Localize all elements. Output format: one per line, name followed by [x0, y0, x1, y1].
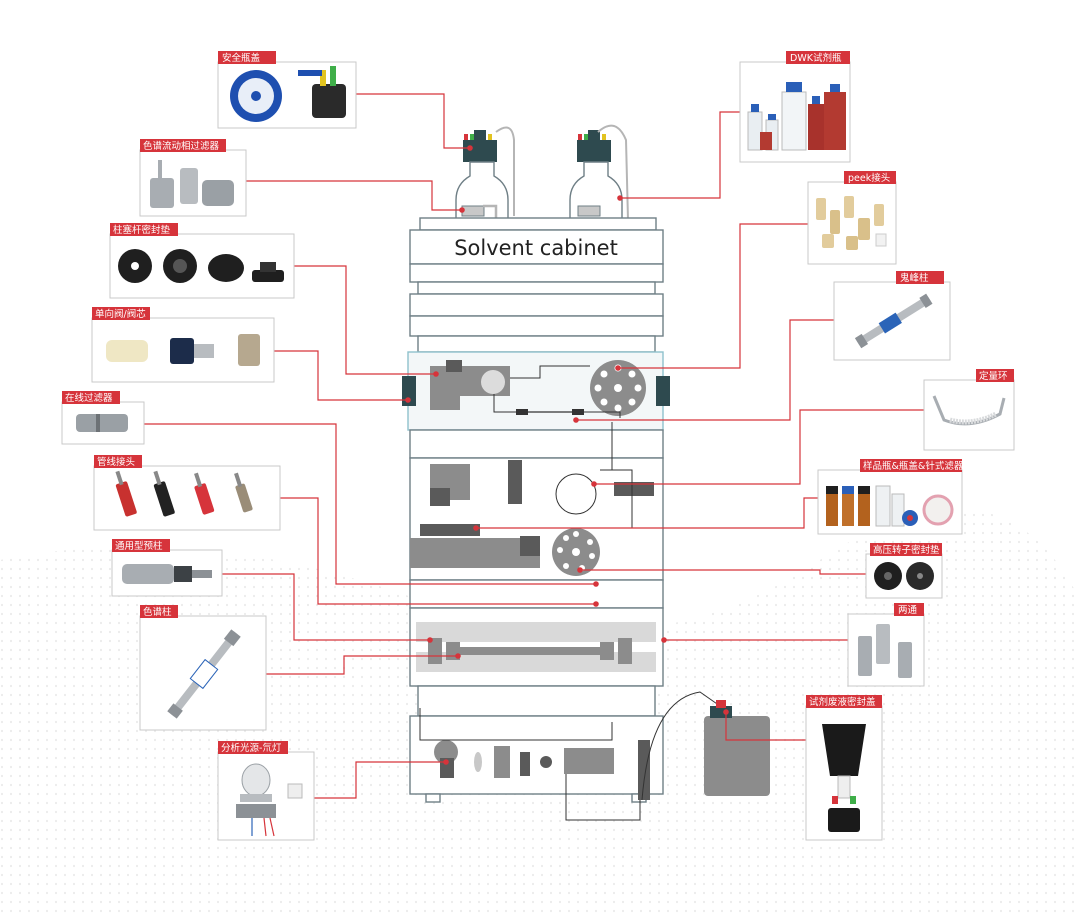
label-safety-cap: 安全瓶盖 — [222, 52, 261, 64]
part-card-rotor-seal: 高压转子密封垫 — [865, 543, 943, 599]
label-lamp: 分析光源-氘灯 — [221, 742, 282, 754]
part-card-column: 色谱柱 — [139, 605, 267, 731]
part-card-vials: 样品瓶&瓶盖&针式滤器 — [817, 459, 964, 535]
label-inline-filter: 在线过滤器 — [65, 392, 113, 404]
part-card-waste-cap: 试剂废液密封盖 — [805, 695, 883, 841]
label-sample-loop: 定量环 — [979, 370, 1008, 382]
waste-bottle — [641, 691, 770, 801]
label-dwk-bottle: DWK试剂瓶 — [790, 52, 842, 64]
part-card-dwk-bottle: DWK试剂瓶 — [739, 51, 851, 163]
part-card-peek-fitting: peek接头 — [807, 171, 897, 265]
label-vials: 样品瓶&瓶盖&针式滤器 — [863, 460, 964, 472]
label-guard-column: 通用型预柱 — [115, 540, 163, 552]
part-card-ghost-column: 鬼峰柱 — [833, 271, 951, 361]
label-rotor-seal: 高压转子密封垫 — [873, 544, 940, 556]
label-peek-fitting: peek接头 — [848, 172, 890, 184]
label-ghost-column: 鬼峰柱 — [900, 272, 929, 284]
label-solvent-filter: 色谱流动相过滤器 — [143, 140, 220, 152]
part-card-sample-loop: 定量环 — [923, 369, 1015, 451]
label-check-valve: 单向阀/阀芯 — [95, 308, 146, 320]
connector-wires — [144, 93, 924, 799]
solvent-bottle-right — [569, 130, 623, 223]
label-column: 色谱柱 — [143, 606, 172, 618]
label-waste-cap: 试剂废液密封盖 — [809, 696, 876, 708]
part-card-union: 两通 — [847, 603, 925, 687]
solvent-cabinet-title: Solvent cabinet — [454, 236, 618, 260]
label-union: 两通 — [898, 605, 918, 616]
part-card-check-valve: 单向阀/阀芯 — [91, 307, 275, 383]
part-card-plunger-seal: 柱塞杆密封垫 — [109, 223, 295, 299]
part-card-tubing-fitting: 管线接头 — [93, 455, 281, 531]
part-card-solvent-filter: 色谱流动相过滤器 — [139, 139, 247, 217]
label-plunger-seal: 柱塞杆密封垫 — [113, 224, 171, 236]
part-card-inline-filter: 在线过滤器 — [61, 391, 145, 445]
part-card-safety-cap: 安全瓶盖 — [217, 51, 357, 129]
part-card-guard-column: 通用型预柱 — [111, 539, 223, 597]
hplc-instrument: Solvent cabinet — [402, 124, 770, 821]
label-tubing-fitting: 管线接头 — [97, 456, 135, 468]
part-card-lamp: 分析光源-氘灯 — [217, 741, 315, 841]
